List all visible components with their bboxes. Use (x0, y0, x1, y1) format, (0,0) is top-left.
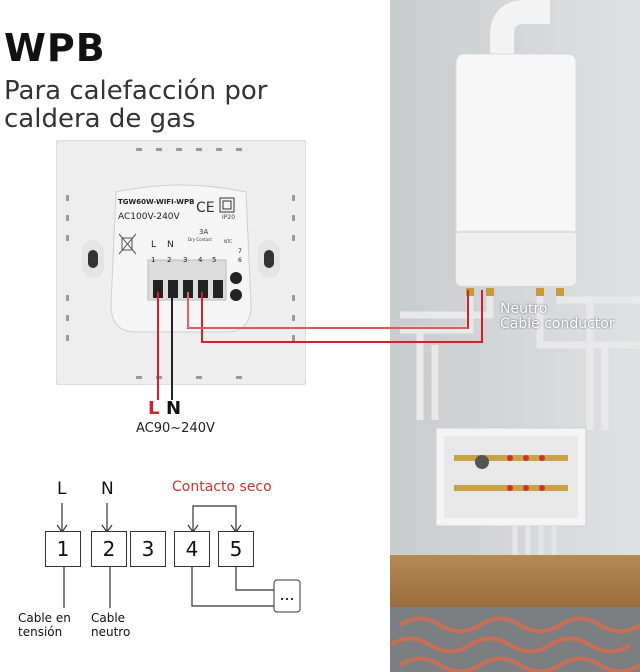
neutral-cable-label-1: Cable (91, 611, 126, 625)
terminal-box-4: 4 (174, 531, 210, 567)
ip-rating: IP20 (222, 214, 236, 221)
subtitle-line-2: caldera de gas (4, 104, 196, 134)
terminal-box-2: 2 (91, 531, 127, 567)
voltage-range: AC90~240V (136, 421, 215, 436)
diagram-label-N: N (101, 479, 114, 499)
terminal-number-2: 2 (167, 256, 172, 264)
thermostat-back-panel: CE (56, 140, 306, 385)
terminal-number-7: 7 (238, 248, 242, 255)
terminal-number-6: 6 (238, 257, 242, 264)
terminal-number-4: 4 (198, 256, 203, 264)
neutral-cable-label-2: neutro (91, 625, 131, 639)
terminal-number-1: 1 (151, 256, 156, 264)
svg-text:CE: CE (196, 200, 215, 216)
terminal-number-3: 3 (183, 256, 188, 264)
terminal-box-3: 3 (130, 531, 166, 567)
terminal-box-5: 5 (218, 531, 254, 567)
dry-contact-label: Contacto seco (172, 479, 272, 495)
ntc-label: NTC (224, 239, 232, 244)
diagram-label-L: L (57, 479, 67, 499)
live-cable-label-2: tensión (18, 625, 63, 639)
terminal-box-1: 1 (45, 531, 81, 567)
terminal-label-N: N (167, 240, 174, 250)
relay-type: Dry Contact (188, 237, 212, 242)
relay-rating: 3A (199, 228, 209, 236)
wire-label-N: N (166, 398, 182, 419)
boiler (455, 53, 577, 287)
schematic-diagram (56, 503, 301, 613)
device-voltage: AC100V-240V (118, 212, 180, 222)
wire-label-L: L (148, 398, 160, 419)
boiler-label-neutral: Neutro (500, 301, 548, 317)
device-model: TGW60W-WIFI-WPB (118, 198, 195, 206)
terminal-label-L: L (151, 240, 157, 250)
weee-icon (118, 233, 137, 255)
subtitle-line-1: Para calefacción por (4, 76, 268, 106)
live-cable-label-1: Cable en (18, 611, 71, 625)
page-title: WPB (4, 26, 106, 70)
boiler-room-scene (390, 0, 640, 672)
boiler-label-conductor: Cable conductor (500, 316, 615, 332)
manifold-cabinet (435, 427, 587, 527)
terminal-number-5: 5 (212, 256, 217, 264)
